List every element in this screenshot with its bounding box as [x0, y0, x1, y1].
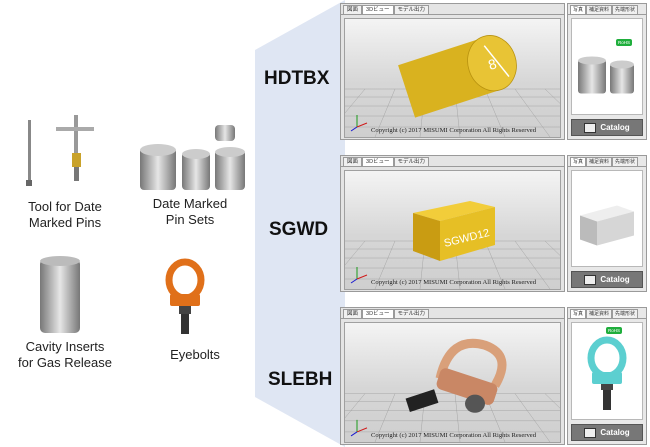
code-label-sgwd: SGWD: [269, 219, 329, 240]
code-label-hdtbx: HDTBX: [264, 68, 330, 89]
tab-supplementary[interactable]: 補足資料: [586, 5, 613, 14]
product-photo: RoHS: [571, 18, 643, 115]
side-tabs: 写真 補足資料 先端形状: [568, 308, 646, 319]
side-tabs: 写真 補足資料 先端形状: [568, 4, 646, 15]
viewer-tabs: 図面 3Dビュー モデル出力: [341, 156, 564, 167]
product-label-eyebolts: Eyebolts: [170, 347, 220, 362]
catalog-label: Catalog: [600, 428, 630, 437]
3d-scene[interactable]: Copyright (c) 2017 MISUMI Corporation Al…: [344, 322, 561, 443]
grid-floor: [345, 338, 560, 442]
tab-3d-view[interactable]: 3Dビュー: [362, 157, 394, 166]
tab-tip-shape[interactable]: 先端形状: [612, 157, 639, 166]
product-label-tool-date-pins: Tool for Date Marked Pins: [28, 199, 102, 230]
catalog-button[interactable]: Catalog: [571, 271, 643, 288]
grid-floor: SGWD12: [345, 201, 560, 289]
tab-drawing[interactable]: 図面: [343, 5, 363, 14]
photo-block: [580, 205, 634, 246]
copyright-text: Copyright (c) 2017 MISUMI Corporation Al…: [371, 279, 537, 286]
book-icon: [584, 427, 597, 438]
hdtbx-model: 8: [398, 35, 517, 118]
date-marked-pin-sets-image: [140, 125, 245, 190]
3d-scene[interactable]: 8 Copyright (c) 2017 MISUMI Corporation …: [344, 18, 561, 138]
grid-floor: 8: [345, 35, 560, 137]
tab-tip-shape[interactable]: 先端形状: [612, 5, 639, 14]
side-panel-hdtbx: 写真 補足資料 先端形状 RoHS Catalog: [567, 3, 647, 140]
tab-photo[interactable]: 写真: [570, 157, 587, 166]
book-icon: [584, 122, 597, 133]
copyright-text: Copyright (c) 2017 MISUMI Corporation Al…: [371, 432, 537, 439]
3d-viewer-sgwd[interactable]: 図面 3Dビュー モデル出力 SGWD12 Copyright (c) 201: [340, 155, 565, 292]
tab-drawing[interactable]: 図面: [343, 309, 363, 318]
tab-supplementary[interactable]: 補足資料: [586, 309, 613, 318]
tab-3d-view[interactable]: 3Dビュー: [362, 309, 394, 318]
tab-3d-view[interactable]: 3Dビュー: [362, 5, 394, 14]
tab-model-output[interactable]: モデル出力: [393, 5, 430, 14]
tab-photo[interactable]: 写真: [570, 5, 587, 14]
catalog-label: Catalog: [600, 123, 630, 132]
slebh-model: [405, 338, 507, 413]
tab-drawing[interactable]: 図面: [343, 157, 363, 166]
tab-tip-shape[interactable]: 先端形状: [612, 309, 639, 318]
photo-pin-sets: [578, 56, 634, 94]
tool-date-marked-pins-image: [26, 115, 94, 186]
product-label-cavity-inserts: Cavity Inserts for Gas Release: [18, 339, 112, 370]
side-tabs: 写真 補足資料 先端形状: [568, 156, 646, 167]
rohs-badge: RoHS: [605, 327, 622, 334]
side-panel-sgwd: 写真 補足資料 先端形状 Catalog: [567, 155, 647, 292]
eyebolt-image: [165, 258, 205, 334]
catalog-label: Catalog: [600, 275, 630, 284]
product-photo: [571, 170, 643, 267]
cavity-insert-image: [40, 256, 80, 333]
book-icon: [584, 274, 597, 285]
rohs-badge: RoHS: [615, 39, 632, 46]
product-label-date-pin-sets: Date Marked Pin Sets: [152, 196, 228, 227]
side-panel-slebh: 写真 補足資料 先端形状 RoHS Catalog: [567, 307, 647, 445]
3d-scene[interactable]: SGWD12 Copyright (c) 2017 MISUMI Corpora…: [344, 170, 561, 290]
code-label-slebh: SLEBH: [268, 369, 333, 390]
product-photo: RoHS: [571, 322, 643, 420]
tab-photo[interactable]: 写真: [570, 309, 587, 318]
viewer-tabs: 図面 3Dビュー モデル出力: [341, 4, 564, 15]
sgwd-model: SGWD12: [413, 201, 495, 261]
catalog-button[interactable]: Catalog: [571, 424, 643, 441]
photo-eyebolt: [587, 336, 627, 410]
tab-supplementary[interactable]: 補足資料: [586, 157, 613, 166]
3d-viewer-slebh[interactable]: 図面 3Dビュー モデル出力 Copyright (c) 2017 MISU: [340, 307, 565, 445]
tab-model-output[interactable]: モデル出力: [393, 309, 430, 318]
viewer-tabs: 図面 3Dビュー モデル出力: [341, 308, 564, 319]
tab-model-output[interactable]: モデル出力: [393, 157, 430, 166]
copyright-text: Copyright (c) 2017 MISUMI Corporation Al…: [371, 127, 537, 134]
catalog-button[interactable]: Catalog: [571, 119, 643, 136]
3d-viewer-hdtbx[interactable]: 図面 3Dビュー モデル出力 8 Copyright (c) 2: [340, 3, 565, 140]
background-chevron: [255, 0, 345, 447]
